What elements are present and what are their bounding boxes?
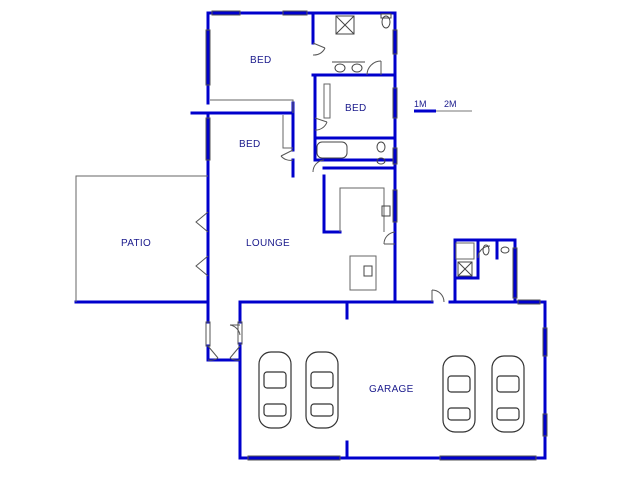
room-label-bed-top: BED [250,55,271,66]
fittings [210,83,475,291]
doors [195,42,491,361]
scale-mark-2m: 2M [444,99,457,109]
basin-icon [334,63,346,73]
scale-bar: 1M 2M [414,99,472,113]
patio-outline [75,175,208,302]
car-icon [258,351,292,429]
room-label-garage: GARAGE [369,384,414,395]
bathtub-icon [316,141,348,159]
stove-icon [381,205,391,217]
room-label-bed-mid: BED [345,103,366,114]
room-label-lounge: LOUNGE [246,238,290,249]
car-icon [491,355,525,433]
room-labels: BED BED BED LOUNGE PATIO GARAGE [121,55,414,395]
room-label-bed-left: BED [239,139,260,150]
car-icon [305,351,339,429]
hob-icon [363,265,373,277]
shower-icon [335,15,355,35]
car-icon [442,355,476,433]
toilet-icon [381,15,391,29]
room-label-patio: PATIO [121,238,151,249]
basin-icon [351,63,363,73]
toilet-icon [376,141,386,153]
scale-mark-1m: 1M [414,99,427,109]
basin-icon [376,157,386,165]
bath-fixtures [316,13,510,277]
shower-icon [457,261,473,277]
basin-icon [500,246,510,254]
cars [258,351,525,433]
toilet-icon [482,244,490,256]
walls [74,11,547,460]
